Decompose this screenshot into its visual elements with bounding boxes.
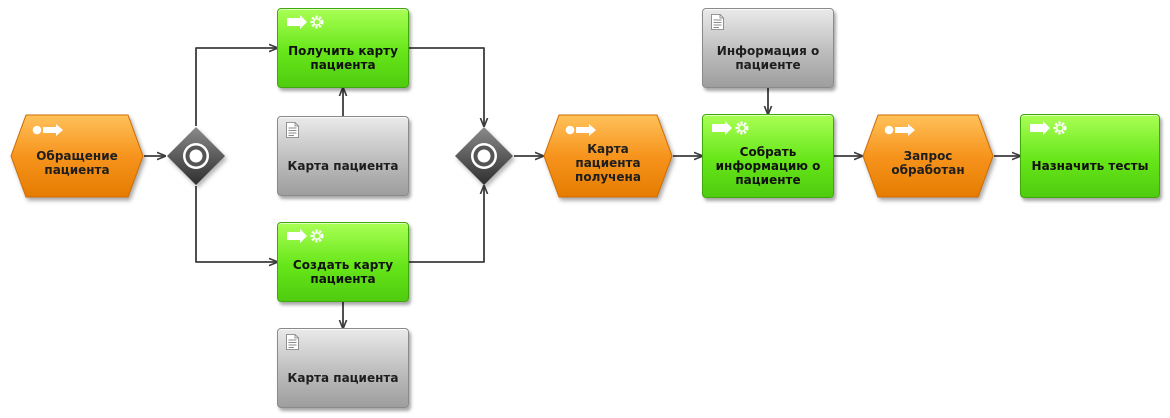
function-label: Получить карту пациента [288, 44, 398, 72]
process-gear-icon [711, 120, 751, 140]
connector-f1-to-g2 [409, 47, 484, 126]
event-shape [10, 114, 144, 198]
document-icon [286, 334, 299, 354]
event-label: Карта пациента получена [575, 142, 641, 184]
event-label: Запрос обработан [891, 149, 965, 177]
connector-g1-to-f2 [195, 186, 277, 262]
event-trigger-icon [32, 122, 66, 141]
event-shape [862, 114, 994, 198]
process-gear-icon [1029, 120, 1069, 140]
document-node-d1[interactable]: Карта пациента [277, 116, 409, 196]
document-icon [711, 14, 724, 34]
event-node-e1[interactable]: Обращение пациента [10, 114, 144, 198]
event-shape [543, 114, 673, 198]
function-node-f3[interactable]: Собрать информацию о пациенте [702, 114, 834, 198]
event-label: Обращение пациента [36, 149, 118, 177]
function-node-f4[interactable]: Назначить тесты [1020, 114, 1160, 198]
event-trigger-icon [884, 122, 918, 141]
process-gear-icon [286, 228, 326, 248]
gateway-g2[interactable] [454, 126, 514, 186]
gateway-circle-icon [167, 127, 225, 185]
event-trigger-icon [565, 122, 599, 141]
connector-f2-to-g2 [409, 186, 484, 263]
gateway-circle-icon [455, 127, 513, 185]
function-label: Назначить тесты [1031, 159, 1149, 173]
document-icon [286, 122, 299, 142]
function-node-f2[interactable]: Создать карту пациента [277, 222, 409, 302]
process-gear-icon [286, 14, 326, 34]
document-label: Информация о пациенте [716, 44, 820, 72]
event-node-e2[interactable]: Карта пациента получена [543, 114, 673, 198]
document-label: Карта пациента [287, 371, 399, 385]
document-node-d2[interactable]: Карта пациента [277, 328, 409, 408]
document-label: Карта пациента [287, 159, 399, 173]
document-node-d3[interactable]: Информация о пациенте [702, 8, 834, 88]
function-label: Создать карту пациента [292, 258, 394, 286]
event-node-e3[interactable]: Запрос обработан [862, 114, 994, 198]
connector-g1-to-f1 [195, 48, 277, 126]
function-label: Собрать информацию о пациенте [715, 145, 821, 187]
function-node-f1[interactable]: Получить карту пациента [277, 8, 409, 88]
gateway-g1[interactable] [166, 126, 226, 186]
